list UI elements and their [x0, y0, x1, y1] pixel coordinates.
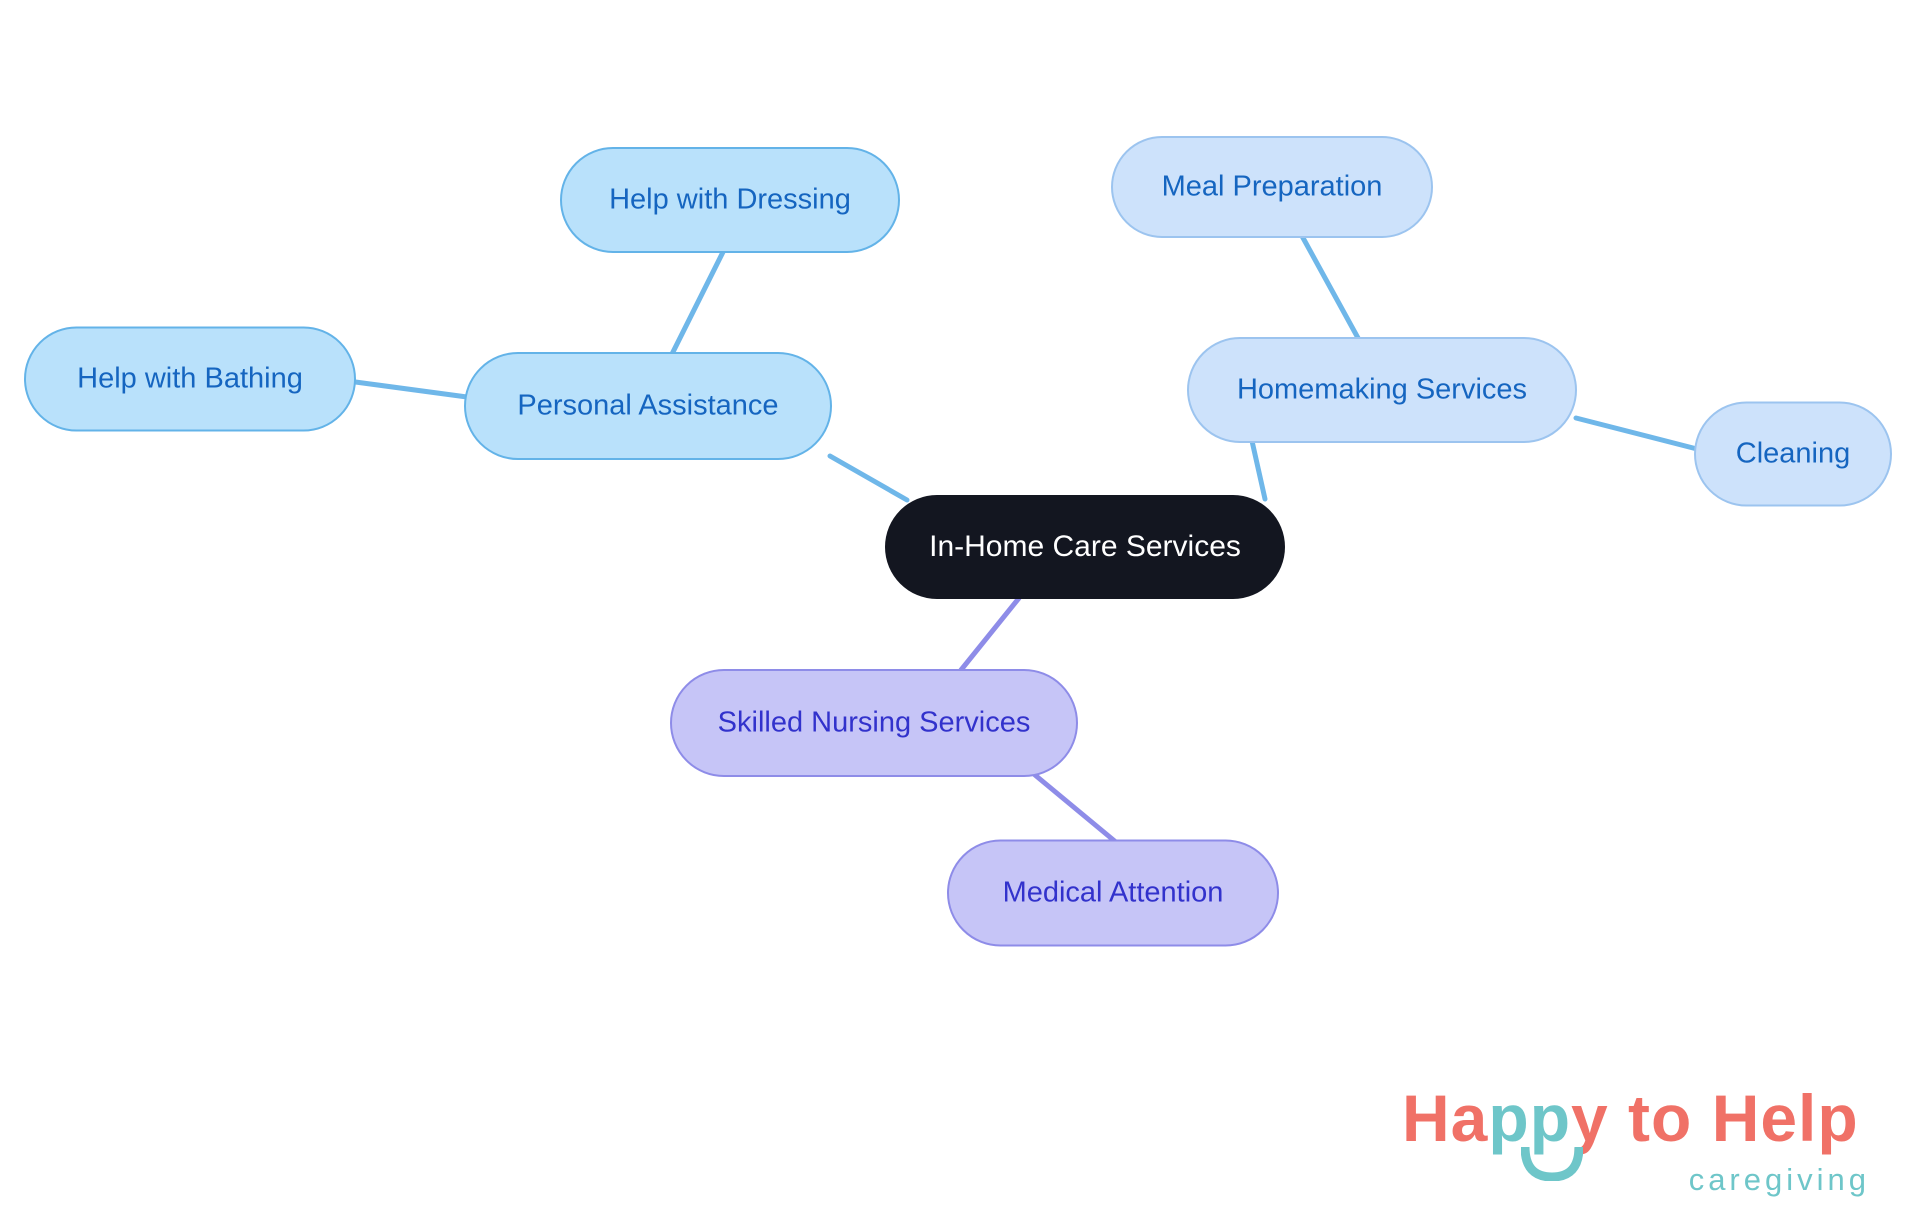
node-cleaning[interactable]: Cleaning [1694, 401, 1892, 507]
edge-personal-assistance-to-help-with-dressing [669, 247, 727, 357]
node-shape-meal-preparation [1111, 136, 1433, 238]
node-label-meal-preparation: Meal Preparation [1162, 171, 1383, 203]
node-shape-homemaking-services [1187, 337, 1577, 443]
logo-text-part-1: Ha [1402, 1081, 1489, 1155]
node-layer: In-Home Care Services Personal Assistance… [24, 136, 1892, 947]
node-medical-attention[interactable]: Medical Attention [947, 839, 1279, 947]
node-label-help-with-dressing: Help with Dressing [609, 184, 851, 216]
node-shape-root [885, 495, 1285, 599]
node-shape-medical-attention [947, 839, 1279, 947]
node-label-help-with-bathing: Help with Bathing [77, 363, 303, 395]
edge-root-to-personal-assistance [827, 453, 910, 503]
node-skilled-nursing-services[interactable]: Skilled Nursing Services [670, 669, 1078, 777]
logo-text-part-2: pp [1488, 1081, 1572, 1155]
node-label-skilled-nursing-services: Skilled Nursing Services [718, 707, 1031, 739]
smile-icon [1521, 1146, 1583, 1181]
edge-root-to-skilled-nursing-services [958, 595, 1022, 673]
logo-text-part-3: y to Help [1571, 1081, 1859, 1155]
node-personal-assistance[interactable]: Personal Assistance [464, 352, 832, 460]
node-label-root: In-Home Care Services [929, 530, 1241, 563]
edge-skilled-nursing-services-to-medical-attention [1032, 772, 1120, 846]
node-help-with-dressing[interactable]: Help with Dressing [560, 147, 900, 253]
node-shape-cleaning [1694, 401, 1892, 507]
node-label-personal-assistance: Personal Assistance [517, 390, 778, 422]
node-root[interactable]: In-Home Care Services [885, 495, 1285, 599]
edge-homemaking-services-to-meal-preparation [1299, 233, 1361, 341]
node-label-medical-attention: Medical Attention [1003, 877, 1224, 909]
node-meal-preparation[interactable]: Meal Preparation [1111, 136, 1433, 238]
node-shape-help-with-dressing [560, 147, 900, 253]
node-label-homemaking-services: Homemaking Services [1237, 374, 1527, 406]
node-shape-skilled-nursing-services [670, 669, 1078, 777]
edge-root-to-homemaking-services [1249, 438, 1268, 502]
node-homemaking-services[interactable]: Homemaking Services [1187, 337, 1577, 443]
happy-to-help-logo: Happy to Help caregiving [1402, 1085, 1872, 1197]
logo-wordmark: Happy to Help [1402, 1085, 1859, 1151]
edge-homemaking-services-to-cleaning [1573, 415, 1700, 452]
node-help-with-bathing[interactable]: Help with Bathing [24, 326, 356, 432]
edge-personal-assistance-to-help-with-bathing [345, 378, 470, 400]
edge-layer [345, 233, 1700, 846]
node-label-cleaning: Cleaning [1736, 438, 1850, 470]
node-shape-personal-assistance [464, 352, 832, 460]
node-shape-help-with-bathing [24, 326, 356, 432]
logo-tagline: caregiving [1688, 1162, 1870, 1197]
